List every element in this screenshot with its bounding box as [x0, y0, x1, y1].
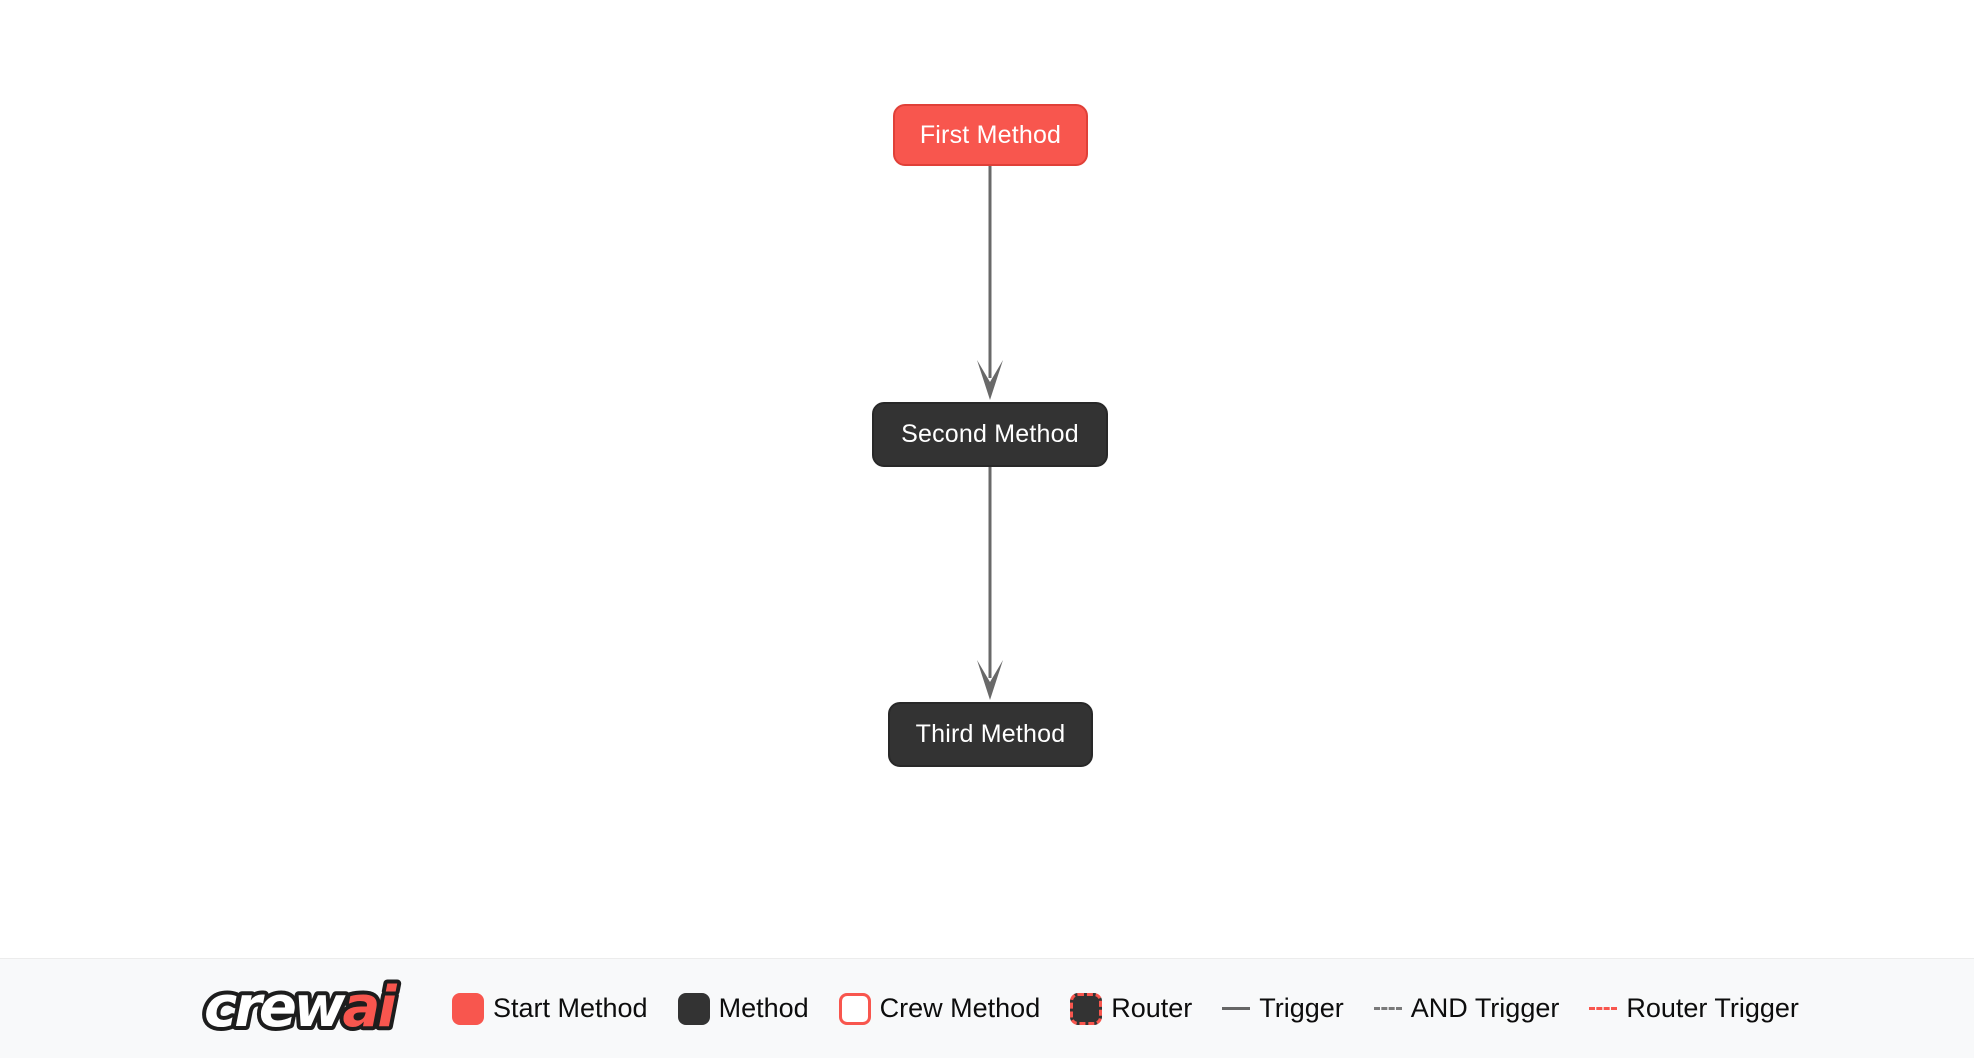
node-third-method[interactable]: Third Method: [888, 702, 1093, 767]
legend-label: Method: [718, 993, 809, 1023]
legend-label: Trigger: [1259, 993, 1344, 1023]
legend-label: Start Method: [493, 993, 648, 1023]
node-first-method[interactable]: First Method: [893, 104, 1088, 166]
edges-layer: [977, 166, 1003, 700]
crewai-logo-text: crewai: [204, 975, 397, 1040]
legend-item-and-trigger: AND Trigger: [1373, 993, 1560, 1024]
legend-label: AND Trigger: [1410, 993, 1560, 1023]
and-trigger-line-icon: [1373, 1007, 1402, 1010]
legend-item-router-trigger: Router Trigger: [1589, 993, 1799, 1024]
edge-second-to-third: [977, 467, 1003, 700]
arrowhead-icon: [977, 660, 1003, 700]
legend-label: Router Trigger: [1626, 993, 1799, 1023]
edge-first-to-second: [977, 166, 1003, 400]
legend-bar: crewai Start Method Method Crew Method R…: [0, 958, 1974, 1058]
trigger-line-icon: [1222, 1007, 1251, 1010]
legend-item-crew-method: Crew Method: [838, 992, 1041, 1025]
arrowhead-icon: [977, 360, 1003, 400]
legend-item-start-method: Start Method: [452, 992, 648, 1025]
router-trigger-line-icon: [1589, 1007, 1618, 1010]
flow-canvas[interactable]: First Method Second Method Third Method: [0, 0, 1974, 958]
legend-item-router: Router: [1070, 992, 1193, 1025]
legend-label: Crew Method: [879, 993, 1041, 1023]
legend-label: Router: [1111, 993, 1193, 1023]
crew-method-swatch-icon: [838, 992, 871, 1025]
method-swatch-icon: [677, 992, 710, 1025]
legend-items: Start Method Method Crew Method Router T…: [452, 992, 1799, 1025]
legend-item-method: Method: [677, 992, 809, 1025]
router-swatch-icon: [1070, 992, 1103, 1025]
node-second-method[interactable]: Second Method: [872, 402, 1108, 467]
crewai-logo: crewai: [200, 971, 404, 1044]
legend-item-trigger: Trigger: [1222, 993, 1344, 1024]
start-method-swatch-icon: [452, 992, 484, 1025]
